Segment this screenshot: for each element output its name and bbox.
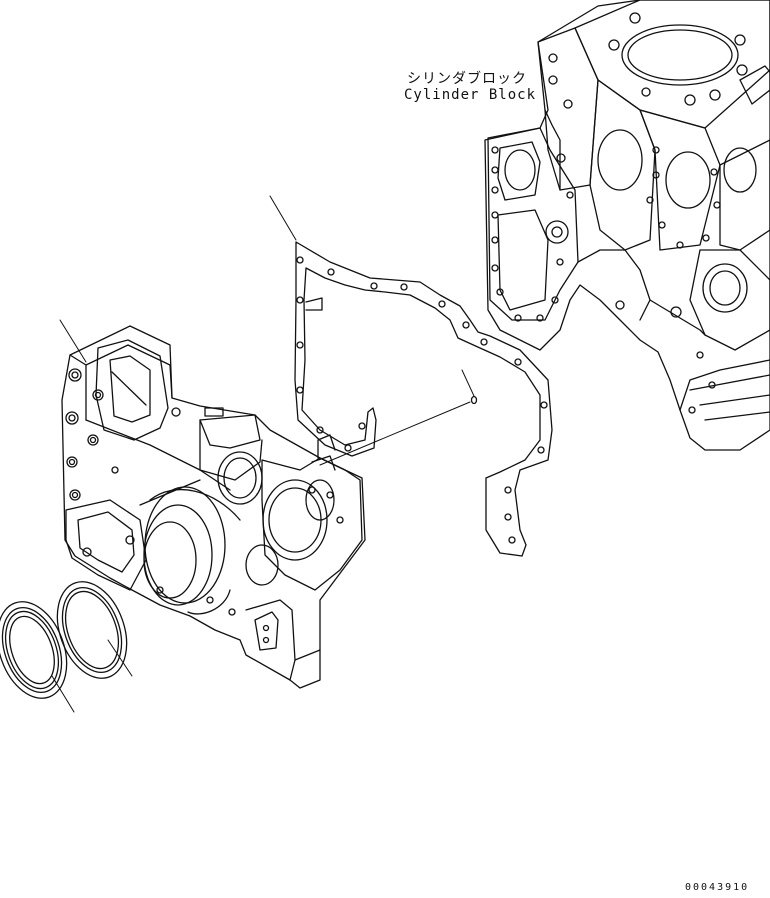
figure-reference-number: 00043910 [685, 882, 750, 893]
oil-seal-outer [0, 592, 79, 708]
cylinder-block-label-en: Cylinder Block [404, 87, 537, 103]
dowel-pin [472, 397, 477, 404]
cylinder-block-label-jp: シリンダブロック [407, 71, 527, 87]
leader-lines [52, 196, 474, 712]
oil-seal-inner [45, 572, 139, 688]
cylinder-block [485, 0, 770, 450]
front-cover-gasket [295, 242, 552, 556]
front-cover [62, 326, 365, 688]
